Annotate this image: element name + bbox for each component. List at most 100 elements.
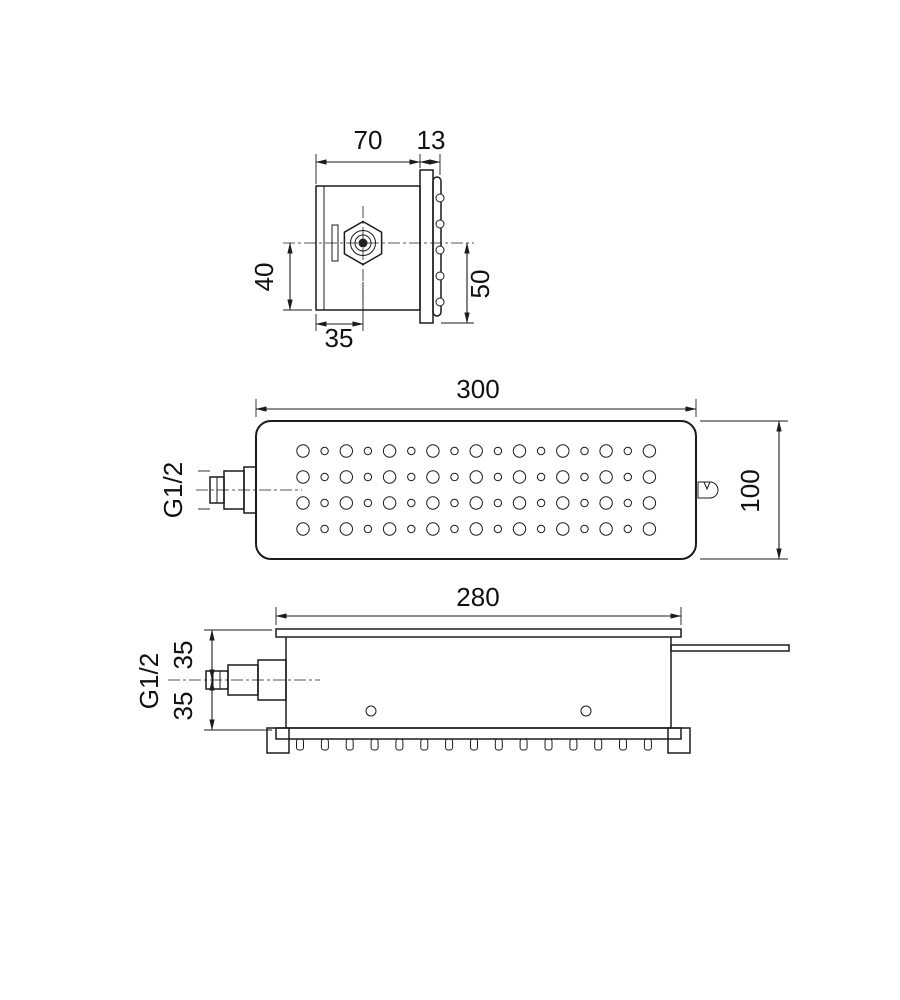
spray-hole xyxy=(556,522,570,536)
spray-plate-side xyxy=(419,169,434,324)
dim-width: 70 xyxy=(354,125,383,155)
thread-label: G1/2 xyxy=(158,462,188,518)
spray-hole xyxy=(623,498,632,508)
top-view: 70 13 40 50 35 xyxy=(249,125,495,353)
spray-hole xyxy=(426,444,440,458)
spray-hole xyxy=(426,522,440,536)
nozzle-bump xyxy=(435,193,445,203)
nozzle-tooth xyxy=(594,738,603,751)
nozzle-tooth xyxy=(544,738,553,751)
spray-hole xyxy=(642,496,657,510)
nozzle-tooth xyxy=(519,738,528,751)
spray-hole xyxy=(536,498,546,508)
spray-hole xyxy=(556,444,570,458)
spray-hole xyxy=(382,522,397,536)
top-plate xyxy=(275,628,682,638)
spray-hole xyxy=(296,496,310,510)
nozzle-tooth xyxy=(296,738,304,751)
spray-hole xyxy=(493,446,503,456)
nozzle-tooth xyxy=(569,738,578,751)
nozzle-bump xyxy=(435,245,445,255)
inlet-inner-ring xyxy=(354,234,372,252)
spray-hole xyxy=(363,498,373,508)
thread-label: G1/2 xyxy=(134,653,164,709)
end-cap-left xyxy=(266,727,290,754)
spray-hole xyxy=(599,522,613,536)
spray-hole xyxy=(556,496,570,510)
spray-hole xyxy=(642,470,657,484)
spray-hole xyxy=(450,524,459,534)
spray-hole xyxy=(512,444,527,458)
spray-hole xyxy=(320,524,329,534)
spray-hole xyxy=(363,524,373,534)
spray-hole xyxy=(339,522,353,536)
spray-hole xyxy=(599,444,613,458)
dim-height: 100 xyxy=(735,469,765,512)
spray-hole xyxy=(450,446,459,456)
nozzle-row xyxy=(296,738,652,751)
nozzle-bump xyxy=(435,271,445,281)
dim-offset-top: 35 xyxy=(168,641,198,670)
dim-plate-thickness: 13 xyxy=(417,125,446,155)
spray-hole xyxy=(623,524,632,534)
spray-hole xyxy=(296,522,310,536)
nozzle-tooth xyxy=(445,738,454,751)
spray-hole xyxy=(426,470,440,484)
nozzle-tooth xyxy=(643,738,652,751)
spray-hole xyxy=(450,498,459,508)
spray-hole xyxy=(382,496,397,510)
hex-nut xyxy=(343,220,383,266)
dim-height-right: 50 xyxy=(465,270,495,299)
nozzle-tooth xyxy=(395,738,404,751)
nozzle-tooth xyxy=(320,738,329,751)
dim-offset: 35 xyxy=(325,323,354,353)
spray-hole xyxy=(493,524,503,534)
bottom-plate xyxy=(275,727,682,740)
spray-hole xyxy=(407,472,416,482)
spray-hole xyxy=(426,496,440,510)
spray-hole xyxy=(296,470,310,484)
spray-hole xyxy=(556,470,570,484)
spray-hole xyxy=(339,496,353,510)
spray-hole xyxy=(296,444,310,458)
spray-hole xyxy=(320,446,329,456)
shower-head-face xyxy=(255,420,697,560)
keyhole-notch xyxy=(703,481,711,491)
front-view: 300 G1/2 100 xyxy=(158,374,788,560)
spray-hole xyxy=(493,472,503,482)
spray-hole xyxy=(623,446,632,456)
spray-hole xyxy=(407,524,416,534)
inlet-outer-ring xyxy=(350,230,376,256)
spray-hole xyxy=(536,472,546,482)
dim-length: 280 xyxy=(456,582,499,612)
spray-hole xyxy=(382,470,397,484)
spray-hole xyxy=(382,444,397,458)
keyhole-slot xyxy=(697,481,719,499)
spray-hole xyxy=(407,446,416,456)
inlet-bore xyxy=(358,238,368,248)
nozzle-bump xyxy=(435,297,445,307)
nozzle-tooth xyxy=(619,738,627,751)
nozzle-tooth xyxy=(420,738,429,751)
spray-hole xyxy=(363,472,373,482)
spray-hole xyxy=(512,470,527,484)
nozzle-tooth xyxy=(370,738,379,751)
spray-hole xyxy=(512,522,527,536)
spray-hole xyxy=(469,496,483,510)
spray-hole xyxy=(580,446,589,456)
spray-hole xyxy=(599,496,613,510)
spray-hole xyxy=(450,472,459,482)
side-view: 280 G1/2 35 35 xyxy=(134,582,790,754)
spray-hole xyxy=(339,444,353,458)
spray-hole-grid xyxy=(296,444,657,536)
screw-hole xyxy=(365,705,377,717)
mounting-arm xyxy=(670,644,790,652)
screw-hole xyxy=(580,705,592,717)
spray-hole xyxy=(599,470,613,484)
spray-hole xyxy=(642,444,657,458)
spray-hole xyxy=(536,446,546,456)
end-cap-right xyxy=(667,727,691,754)
spray-hole xyxy=(493,498,503,508)
spray-hole xyxy=(580,524,589,534)
